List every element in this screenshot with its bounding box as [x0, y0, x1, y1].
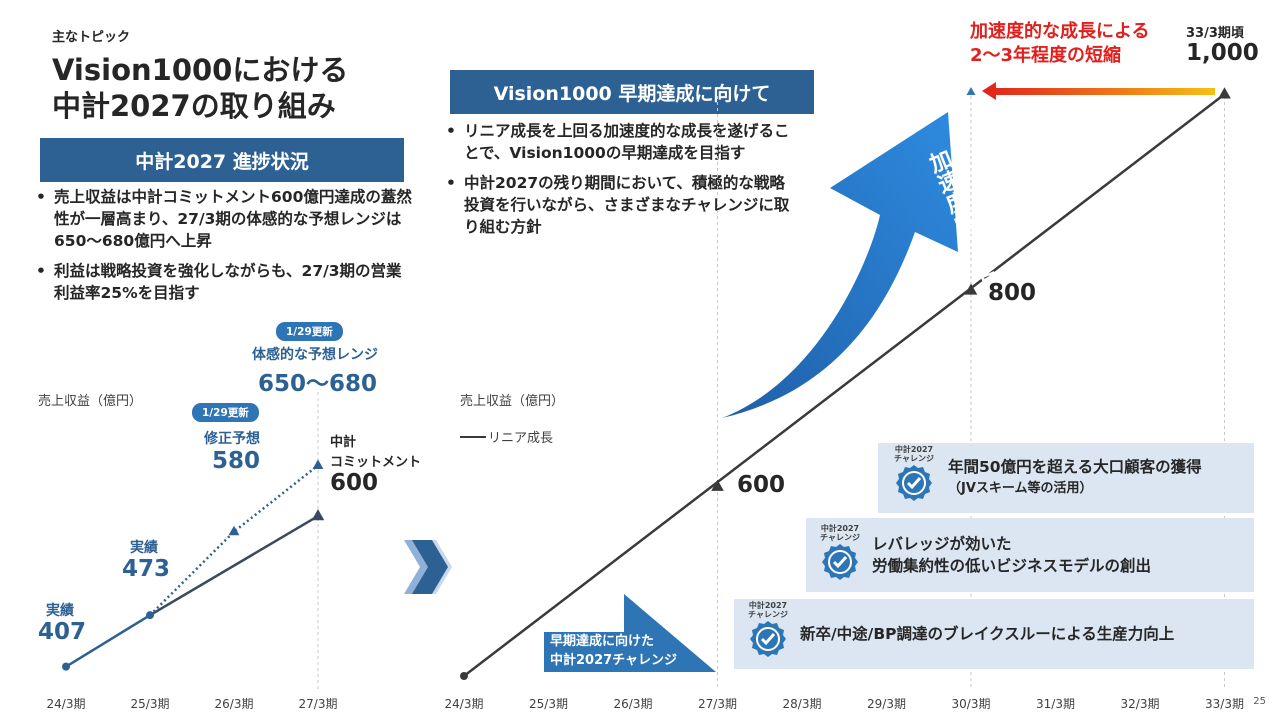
check-badge-icon: [822, 544, 858, 580]
right-axis-label: 売上収益（億円）: [460, 394, 565, 409]
right-x-tick-label: 25/3期: [529, 697, 568, 711]
challenge-box-1: 中計2027 チャレンジ 年間50億円を超える大口顧客の獲得 （JVスキーム等の…: [878, 443, 1254, 513]
update-chip-2: 1/29更新: [192, 403, 259, 422]
page-title-line1: Vision1000における: [52, 53, 349, 87]
challenge-box-3: 中計2027 チャレンジ 新卒/中途/BP調達のブレイクスルーによる生産力向上: [734, 599, 1254, 669]
challenge-badge-2: 中計2027 チャレンジ: [810, 524, 870, 586]
right-x-tick-label: 31/3期: [1036, 697, 1075, 711]
right-early-target-marker: [966, 87, 976, 95]
badge-caption-line2: チャレンジ: [748, 610, 788, 619]
topic-label: 主なトピック: [52, 30, 131, 45]
legend-line-swatch: [460, 435, 486, 438]
commit-value: 600: [330, 470, 379, 496]
actual-label-407: 実績: [46, 603, 74, 619]
revised-label: 修正予想: [204, 431, 260, 447]
right-x-tick-label: 24/3期: [445, 697, 484, 711]
right-point-1000: [1218, 87, 1231, 99]
badge-caption-line2: チャレンジ: [894, 454, 934, 463]
page-title-line2: 中計2027の取り組み: [52, 89, 336, 123]
left-bullet-2: 利益は戦略投資を強化しながらも、27/3期の営業利益率25%を目指す: [34, 260, 414, 304]
range-value: 650～680: [258, 371, 378, 397]
badge-caption-line1: 中計2027: [894, 445, 934, 454]
target-value: 1,000: [1186, 40, 1259, 66]
right-point-start: [460, 672, 468, 680]
value-600: 600: [737, 472, 786, 498]
shortening-line2: 2～3年程度の短縮: [970, 45, 1122, 66]
challenge-badge-3: 中計2027 チャレンジ: [738, 601, 798, 663]
right-point-800: [964, 283, 978, 295]
right-x-tick-label: 30/3期: [952, 697, 991, 711]
early-achievement-arrow: [544, 594, 716, 672]
right-x-tick-label: 26/3期: [614, 697, 653, 711]
left-section-header: 中計2027 進捗状況: [40, 138, 404, 182]
left-chart: 24/3期 25/3期 26/3期 27/3期: [47, 392, 338, 711]
challenge-1-line1: 年間50億円を超える大口顧客の獲得: [948, 458, 1202, 476]
left-bullet-1: 売上収益は中計コミットメント600億円達成の蓋然性が一層高まり、27/3期の体感…: [34, 186, 414, 252]
right-x-tick-label: 28/3期: [783, 697, 822, 711]
right-x-tick-label: 27/3期: [698, 697, 737, 711]
early-arrow-line2: 中計2027チャレンジ: [550, 653, 678, 668]
badge-caption-line2: チャレンジ: [820, 533, 860, 542]
left-forecast-line: [149, 464, 319, 617]
range-label: 体感的な予想レンジ: [252, 347, 378, 363]
left-point-580: [228, 525, 240, 536]
right-linear-line: [463, 93, 1226, 677]
challenge-2-line2: 労働集約性の低いビジネスモデルの創出: [872, 557, 1152, 575]
shortening-arrow: [982, 82, 1215, 100]
badge-caption-line1: 中計2027: [820, 524, 860, 533]
actual-value-473: 473: [122, 556, 171, 582]
left-axis-label: 売上収益（億円）: [38, 394, 143, 409]
update-chip-1: 1/29更新: [276, 322, 343, 341]
page-number: 25: [1253, 696, 1266, 707]
right-section-header: Vision1000 早期達成に向けて: [450, 70, 814, 114]
shortening-line1: 加速度的な成長による: [970, 21, 1150, 42]
right-bullet-list: リニア成長を上回る加速度的な成長を遂げることで、Vision1000の早期達成を…: [444, 120, 794, 246]
left-x-tick-label: 25/3期: [131, 697, 170, 711]
left-point-407: [62, 662, 70, 671]
challenge-box-2: 中計2027 チャレンジ レバレッジが効いた 労働集約性の低いビジネスモデルの創…: [806, 518, 1254, 592]
left-bullet-list: 売上収益は中計コミットメント600億円達成の蓋然性が一層高まり、27/3期の体感…: [34, 186, 414, 312]
check-badge-icon: [750, 621, 786, 657]
challenge-3-line1: 新卒/中途/BP調達のブレイクスルーによる生産力向上: [800, 625, 1175, 643]
acceleration-arrow: [722, 112, 958, 418]
challenge-2-line1: レバレッジが効いた: [872, 535, 1012, 553]
right-x-tick-label: 33/3期: [1205, 697, 1244, 711]
challenge-text-1: 年間50億円を超える大口顧客の獲得 （JVスキーム等の活用）: [948, 456, 1202, 500]
challenge-text-3: 新卒/中途/BP調達のブレイクスルーによる生産力向上: [800, 623, 1174, 645]
left-point-473: [146, 611, 154, 620]
actual-value-407: 407: [38, 619, 87, 645]
right-x-tick-label: 32/3期: [1121, 697, 1160, 711]
left-x-tick-label: 26/3期: [215, 697, 254, 711]
challenge-text-2: レバレッジが効いた 労働集約性の低いビジネスモデルの創出: [872, 533, 1151, 577]
right-bullet-1: リニア成長を上回る加速度的な成長を遂げることで、Vision1000の早期達成を…: [444, 120, 794, 164]
page-title: Vision1000における 中計2027の取り組み: [52, 52, 348, 124]
right-point-600: [711, 479, 724, 491]
challenge-badge-1: 中計2027 チャレンジ: [884, 445, 944, 507]
badge-caption-line1: 中計2027: [748, 601, 788, 610]
left-actual-line: [65, 614, 151, 668]
left-point-600: [311, 509, 325, 521]
early-arrow-line1: 早期達成に向けた: [550, 634, 655, 649]
right-x-tick-label: 29/3期: [867, 697, 906, 711]
right-chart: 24/3期 25/3期 26/3期 27/3期 28/3期 29/3期 30/3期 31/3期…: [445, 87, 1244, 711]
commit-label-1: 中計: [330, 435, 357, 450]
challenge-1-line2: （JVスキーム等の活用）: [948, 481, 1093, 496]
check-badge-icon: [896, 465, 932, 501]
transition-chevron-icon: [404, 540, 452, 594]
target-period: 33/3期頃: [1186, 26, 1244, 41]
legend-label: リニア成長: [488, 431, 554, 446]
left-x-tick-label: 24/3期: [47, 697, 86, 711]
legend: リニア成長: [460, 427, 553, 446]
commit-label-2: コミットメント: [330, 455, 422, 470]
left-point-665: [312, 459, 324, 469]
shortening-label: 加速度的な成長による 2～3年程度の短縮: [970, 20, 1149, 68]
left-x-tick-label: 27/3期: [299, 697, 338, 711]
actual-label-473: 実績: [130, 540, 158, 556]
right-bullet-2: 中計2027の残り期間において、積極的な戦略投資を行いながら、さまざまなチャレン…: [444, 172, 794, 238]
left-commit-line: [149, 515, 319, 617]
value-800: 800: [988, 280, 1037, 306]
revised-value: 580: [212, 448, 261, 474]
early-arrow-label: 早期達成に向けた 中計2027チャレンジ: [550, 632, 677, 670]
